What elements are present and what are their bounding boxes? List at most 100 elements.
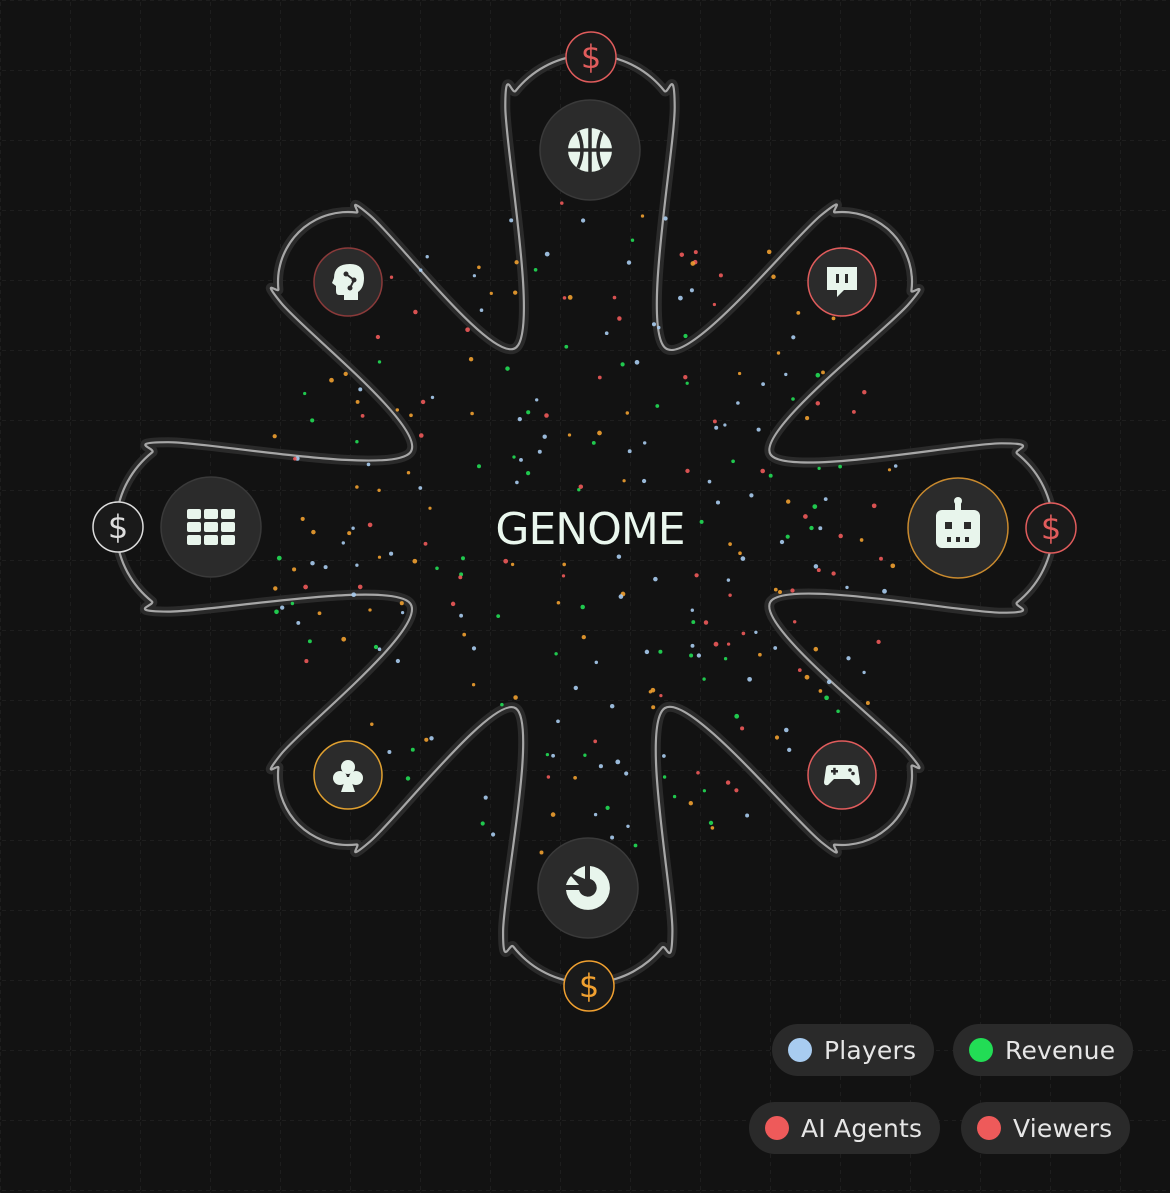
revenue-badge-left[interactable]: $ bbox=[92, 501, 144, 553]
particle-dot bbox=[303, 584, 308, 590]
particle-dot bbox=[893, 464, 898, 468]
node-basketball[interactable] bbox=[539, 99, 641, 201]
particle-dot bbox=[813, 646, 819, 652]
particle-dot bbox=[425, 255, 429, 259]
particle-dot bbox=[672, 794, 677, 799]
particle-dot bbox=[690, 261, 696, 266]
node-pie-chart[interactable] bbox=[537, 837, 639, 939]
node-robot[interactable] bbox=[907, 477, 1009, 579]
particle-dot bbox=[405, 776, 411, 781]
particle-dot bbox=[745, 813, 750, 818]
particle-dot bbox=[435, 566, 439, 571]
particle-dot bbox=[644, 649, 650, 655]
particle-dot bbox=[367, 522, 373, 528]
particle-dot bbox=[812, 504, 818, 509]
particle-dot bbox=[683, 333, 688, 339]
particle-dot bbox=[593, 739, 598, 744]
particle-dot bbox=[470, 411, 474, 416]
particle-dot bbox=[480, 821, 485, 826]
particle-dot bbox=[419, 433, 424, 438]
particle-dot bbox=[737, 371, 742, 376]
particle-dot bbox=[293, 457, 297, 461]
node-grid[interactable] bbox=[160, 476, 262, 578]
particle-dot bbox=[341, 541, 345, 545]
particle-dot bbox=[824, 695, 829, 701]
particle-dot bbox=[616, 554, 622, 559]
legend-dot bbox=[977, 1116, 1001, 1140]
particle-dot bbox=[731, 459, 735, 464]
node-ai-head[interactable] bbox=[313, 247, 383, 317]
center-label: GENOME bbox=[495, 504, 684, 555]
revenue-badge-top[interactable]: $ bbox=[565, 31, 617, 83]
particle-dot bbox=[785, 534, 790, 539]
particle-dot bbox=[821, 370, 825, 375]
particle-dot bbox=[580, 604, 585, 610]
particle-dot bbox=[713, 641, 719, 647]
particle-dot bbox=[410, 747, 415, 752]
particle-dot bbox=[714, 425, 719, 430]
particle-dot bbox=[728, 593, 732, 597]
particle-dot bbox=[526, 471, 531, 476]
particle-dot bbox=[642, 441, 647, 445]
particle-dot bbox=[634, 359, 640, 365]
particle-dot bbox=[890, 563, 896, 569]
particle-dot bbox=[771, 274, 776, 280]
particle-dot bbox=[573, 775, 577, 780]
particle-dot bbox=[413, 309, 418, 315]
particle-dot bbox=[357, 584, 363, 590]
particle-dot bbox=[535, 398, 539, 402]
particle-dot bbox=[773, 587, 778, 592]
particle-dot bbox=[689, 653, 694, 658]
particle-dot bbox=[424, 737, 429, 742]
particle-dot bbox=[496, 614, 501, 618]
particle-dot bbox=[479, 308, 484, 312]
particle-dot bbox=[725, 780, 731, 785]
node-twitch[interactable] bbox=[807, 247, 877, 317]
particle-dot bbox=[693, 250, 698, 255]
particle-dot bbox=[276, 555, 282, 561]
particle-dot bbox=[728, 542, 732, 546]
particle-dot bbox=[604, 331, 609, 336]
particle-dot bbox=[617, 316, 622, 321]
particle-dot bbox=[373, 644, 379, 650]
particle-dot bbox=[846, 656, 851, 661]
particle-dot bbox=[468, 357, 474, 362]
node-gamepad[interactable] bbox=[807, 740, 877, 810]
particle-dot bbox=[598, 764, 603, 769]
particle-dot bbox=[786, 499, 791, 504]
particle-dot bbox=[544, 251, 550, 257]
particle-dot bbox=[815, 372, 821, 378]
revenue-badge-right[interactable]: $ bbox=[1025, 502, 1077, 554]
particle-dot bbox=[627, 449, 632, 454]
particle-dot bbox=[813, 564, 819, 569]
particle-dot bbox=[865, 701, 870, 705]
particle-dot bbox=[406, 470, 411, 475]
particle-dot bbox=[678, 295, 683, 301]
particle-dot bbox=[804, 674, 810, 680]
legend-item-ai-agents: AI Agents bbox=[749, 1102, 941, 1154]
particle-dot bbox=[303, 391, 307, 396]
legend-dot bbox=[969, 1038, 993, 1062]
particle-dot bbox=[740, 726, 745, 731]
particle-dot bbox=[630, 238, 635, 242]
particle-dot bbox=[471, 646, 477, 651]
particle-dot bbox=[662, 775, 667, 779]
particle-dot bbox=[862, 670, 866, 675]
particle-dot bbox=[862, 390, 867, 395]
outline-line bbox=[114, 53, 1055, 985]
particle-dot bbox=[691, 620, 696, 625]
particle-dot bbox=[651, 322, 657, 327]
particle-dot bbox=[483, 795, 488, 800]
particle-dot bbox=[831, 571, 836, 576]
revenue-badge-bottom[interactable]: $ bbox=[563, 960, 615, 1012]
particle-dot bbox=[736, 401, 740, 405]
particle-dot bbox=[418, 486, 423, 490]
particle-dot bbox=[838, 464, 842, 469]
particle-dot bbox=[774, 735, 780, 740]
particle-dot bbox=[420, 399, 426, 405]
particle-dot bbox=[317, 611, 322, 616]
node-club[interactable] bbox=[313, 740, 383, 810]
particle-dot bbox=[651, 705, 656, 710]
particle-dot bbox=[699, 519, 704, 524]
